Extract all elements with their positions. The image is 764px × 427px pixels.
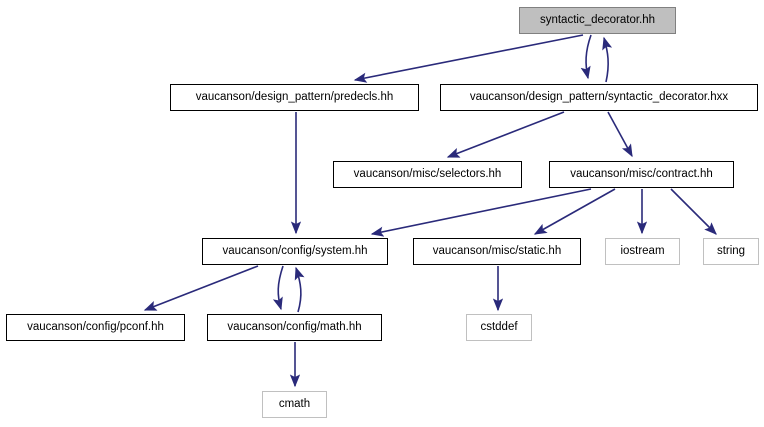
node-label: cmath xyxy=(278,397,311,410)
node-label: vaucanson/misc/selectors.hh xyxy=(353,167,502,180)
node-predecls-hh[interactable]: vaucanson/design_pattern/predecls.hh xyxy=(170,84,419,111)
edge-syntactic_decorator_hxx-to-syntactic_decorator_hh xyxy=(602,36,613,83)
node-system-hh[interactable]: vaucanson/config/system.hh xyxy=(202,238,388,265)
node-string[interactable]: string xyxy=(703,238,759,265)
node-syntactic-decorator-hxx[interactable]: vaucanson/design_pattern/syntactic_decor… xyxy=(440,84,758,111)
edge-system_hh-to-math_hh xyxy=(272,265,284,311)
node-contract-hh[interactable]: vaucanson/misc/contract.hh xyxy=(549,161,734,188)
edge-contract_hh-to-static_hh xyxy=(533,188,616,235)
node-label: syntactic_decorator.hh xyxy=(539,13,656,26)
node-label: vaucanson/design_pattern/syntactic_decor… xyxy=(469,90,729,103)
node-label: vaucanson/config/pconf.hh xyxy=(27,320,164,333)
node-label: cstddef xyxy=(480,320,518,333)
edge-syntactic_decorator_hxx-to-contract_hh xyxy=(607,111,633,158)
node-label: vaucanson/misc/static.hh xyxy=(432,244,562,257)
node-label: vaucanson/design_pattern/predecls.hh xyxy=(195,90,394,103)
node-selectors-hh[interactable]: vaucanson/misc/selectors.hh xyxy=(333,161,522,188)
node-static-hh[interactable]: vaucanson/misc/static.hh xyxy=(413,238,581,265)
edge-system_hh-to-pconf_hh xyxy=(143,265,259,311)
edge-math_hh-to-system_hh xyxy=(294,266,305,313)
node-syntactic-decorator-hh[interactable]: syntactic_decorator.hh xyxy=(519,7,676,34)
node-iostream[interactable]: iostream xyxy=(605,238,680,265)
node-cmath[interactable]: cmath xyxy=(262,391,327,418)
node-label: vaucanson/config/math.hh xyxy=(227,320,362,333)
edge-syntactic_decorator_hh-to-syntactic_decorator_hxx xyxy=(580,34,592,80)
node-label: vaucanson/misc/contract.hh xyxy=(570,167,713,180)
edge-contract_hh-to-string xyxy=(670,188,717,235)
edge-syntactic_decorator_hh-to-predecls_hh xyxy=(353,34,584,83)
edge-contract_hh-to-system_hh xyxy=(370,188,592,237)
node-label: vaucanson/config/system.hh xyxy=(222,244,368,257)
node-label: iostream xyxy=(620,244,665,257)
node-math-hh[interactable]: vaucanson/config/math.hh xyxy=(207,314,382,341)
node-cstddef[interactable]: cstddef xyxy=(466,314,532,341)
node-label: string xyxy=(716,244,746,257)
node-pconf-hh[interactable]: vaucanson/config/pconf.hh xyxy=(6,314,185,341)
edge-syntactic_decorator_hxx-to-selectors_hh xyxy=(446,111,565,158)
